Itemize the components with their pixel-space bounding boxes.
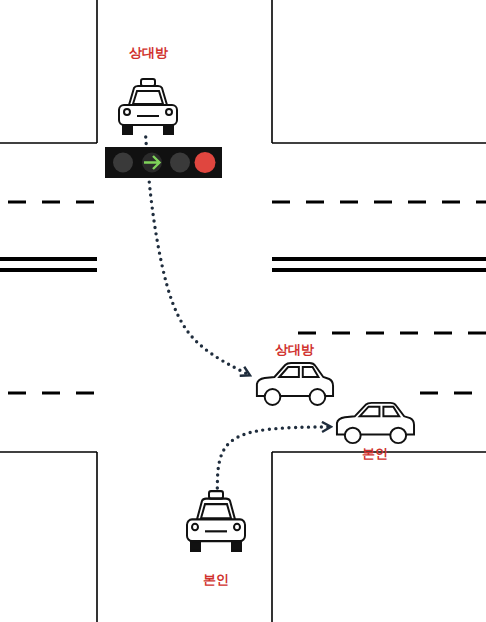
grille: [205, 530, 227, 532]
headlight: [124, 109, 130, 115]
car-illustration: [117, 78, 179, 135]
wheel: [310, 389, 326, 405]
lamp-red: [195, 152, 216, 173]
vehicle-label: 상대방: [129, 45, 168, 61]
wheel: [265, 389, 281, 405]
car-body: [119, 105, 177, 125]
wheel: [164, 125, 173, 134]
windshield: [201, 504, 231, 518]
lamp-off: [113, 153, 133, 173]
window: [279, 367, 299, 377]
lane-dashes: [8, 202, 486, 393]
vehicle-label: 본인: [203, 572, 229, 588]
wheel: [390, 428, 406, 443]
cabin: [197, 499, 235, 520]
car-side: [257, 363, 333, 405]
headlight: [166, 109, 172, 115]
green-arrow: [144, 156, 160, 169]
car-side: [337, 403, 414, 443]
roof-sign: [209, 491, 223, 499]
vehicle-label: 본인: [362, 446, 388, 462]
vehicle: 상대방: [110, 45, 186, 137]
wheel: [232, 541, 241, 551]
lamp-off: [170, 153, 190, 173]
car-illustration: [185, 490, 247, 552]
car-front: [187, 491, 245, 551]
window: [360, 407, 380, 417]
window: [303, 367, 319, 377]
headlight: [234, 524, 240, 531]
lamp-arrow: [142, 153, 162, 173]
traffic-light-housing: [105, 147, 222, 178]
vehicle: 본인: [331, 398, 419, 462]
grille: [137, 115, 159, 117]
wheel: [345, 428, 361, 443]
path-arrow: [217, 427, 331, 488]
car-illustration: [253, 360, 335, 408]
vehicle: 상대방: [250, 342, 338, 410]
car-front: [119, 79, 177, 134]
wheel: [191, 541, 200, 551]
car-illustration: [333, 400, 416, 446]
window: [383, 407, 399, 417]
cabin: [129, 86, 167, 105]
car-body: [187, 519, 245, 541]
vehicle: 본인: [183, 488, 249, 588]
vehicle-label: 상대방: [275, 342, 314, 358]
headlight: [192, 524, 198, 531]
windshield: [133, 91, 163, 104]
center-double-line: [0, 259, 486, 270]
wheel: [123, 125, 132, 134]
roof-sign: [141, 79, 155, 86]
